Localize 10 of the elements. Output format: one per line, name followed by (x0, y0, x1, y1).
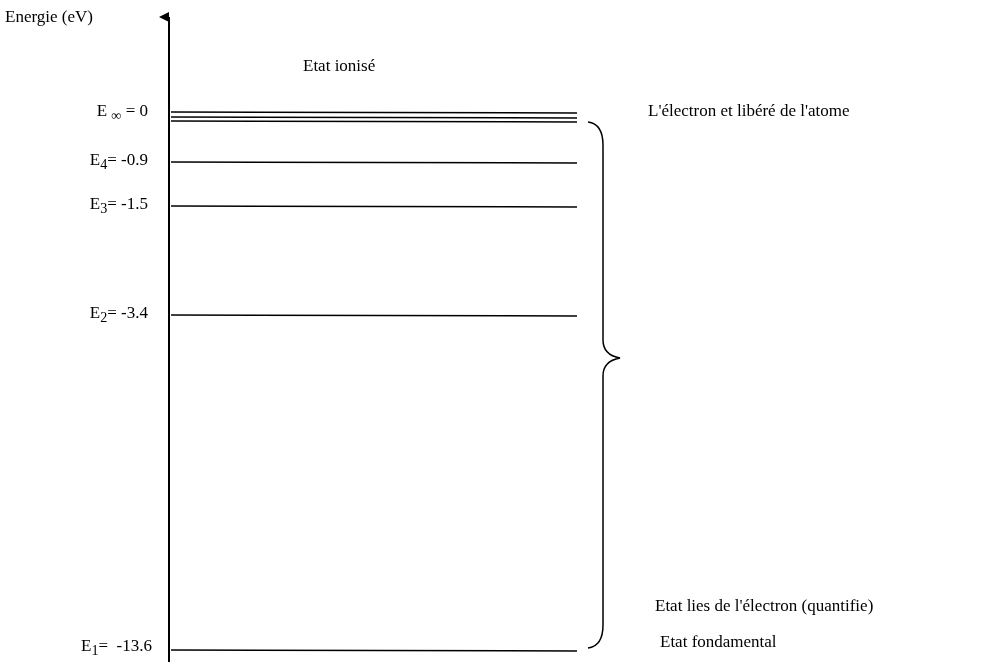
axis-label: Energie (eV) (5, 8, 93, 27)
region-label: Etat ionisé (303, 57, 376, 76)
annotation-text: Etat fondamental (660, 633, 777, 652)
level-label: E$_{3}$= -1.5 (89, 195, 148, 217)
level-label: E$_{2}$= -3.4 (89, 304, 148, 326)
annotation-text: Etat lies de l'électron (quantifie) (655, 597, 874, 616)
level-label: E$_{1}$= -13.6 (81, 637, 152, 659)
level-label: E $_{∞}$ = 0 (96, 102, 148, 124)
level-label: E$_{4}$= -0.9 (89, 151, 148, 173)
annotation-text: L'électron et libéré de l'atome (648, 102, 850, 121)
